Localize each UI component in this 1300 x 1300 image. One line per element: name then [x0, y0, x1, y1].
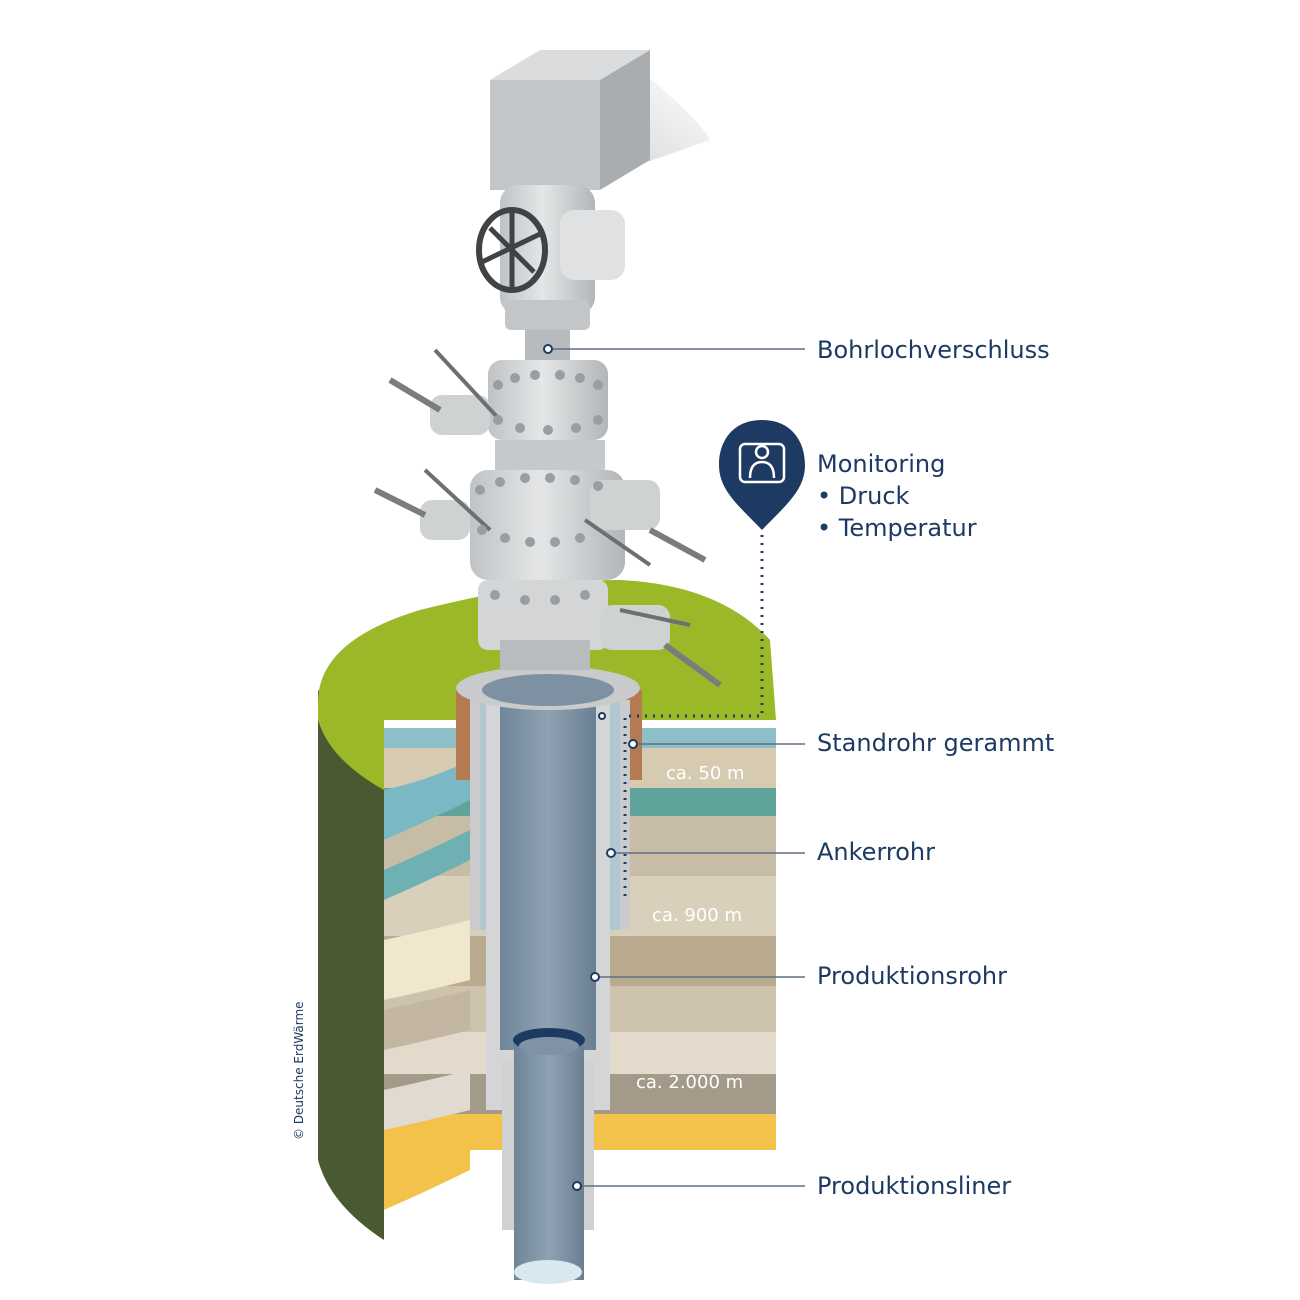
label-temperatur: • Temperatur	[817, 514, 977, 542]
leader-lines	[548, 348, 805, 1187]
monitoring-pin-icon	[719, 420, 805, 530]
label-standrohr: Standrohr gerammt	[817, 729, 1055, 757]
label-monitoring: Monitoring	[817, 450, 946, 478]
depth-50m: ca. 50 m	[666, 763, 745, 784]
ground-cylinder-side	[318, 690, 384, 1240]
production-tubing	[500, 690, 596, 1050]
depth-2000m: ca. 2.000 m	[636, 1072, 744, 1093]
label-produktionsliner: Produktionsliner	[817, 1172, 1012, 1200]
valve-wheel-icon	[476, 207, 548, 293]
label-ankerrohr: Ankerrohr	[817, 838, 935, 866]
label-druck: • Druck	[817, 482, 910, 510]
label-bohrlochverschluss: Bohrlochverschluss	[817, 336, 1050, 364]
copyright-notice: © Deutsche ErdWärme	[292, 1001, 306, 1140]
depth-900m: ca. 900 m	[652, 905, 742, 926]
monitoring-dotted-line	[623, 535, 764, 900]
label-produktionsrohr: Produktionsrohr	[817, 962, 1007, 990]
leader-dots	[543, 344, 638, 1191]
